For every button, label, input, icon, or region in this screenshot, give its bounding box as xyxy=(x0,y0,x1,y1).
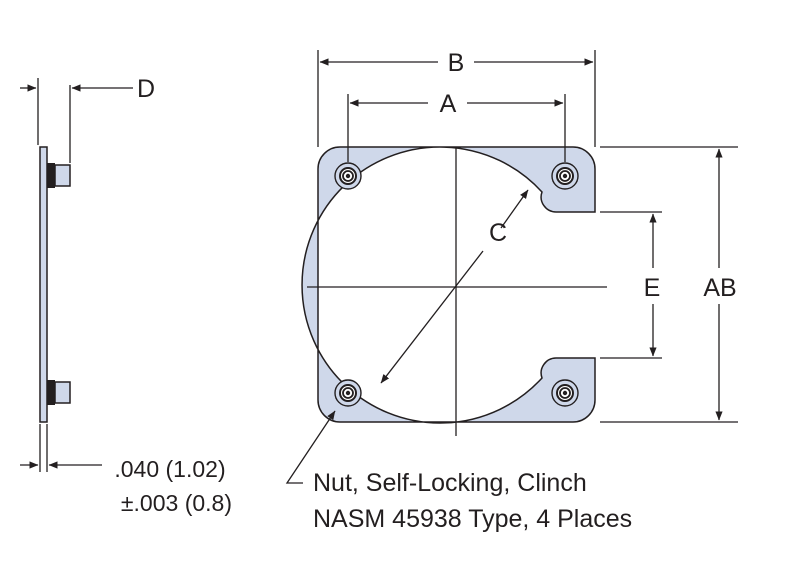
self-locking-clinch-nut-icon xyxy=(334,162,362,190)
side-view-plate xyxy=(39,146,48,423)
self-locking-clinch-nut-icon xyxy=(551,162,579,190)
dimension-c-label: C xyxy=(489,219,507,247)
nut-callout-line-2: NASM 45938 Type, 4 Places xyxy=(313,505,632,533)
clinch-nut-top-right xyxy=(551,162,579,190)
nut-callout-leader xyxy=(285,410,336,484)
self-locking-clinch-nut-icon xyxy=(334,379,362,407)
thickness-line-1: .040 (1.02) xyxy=(114,456,225,482)
dimension-a-label: A xyxy=(440,90,457,118)
nut-callout: Nut, Self-Locking, Clinch NASM 45938 Typ… xyxy=(313,469,632,533)
thickness-label: .040 (1.02) ±.003 (0.8) xyxy=(114,456,232,516)
clinch-nut-bottom-right xyxy=(551,379,579,407)
front-view: B A C E AB Nut, Self-Locking, Clinch NAS… xyxy=(285,49,738,533)
dimension-e-label: E xyxy=(644,274,661,302)
self-locking-clinch-nut-icon xyxy=(551,379,579,407)
dimension-d-label: D xyxy=(137,75,155,103)
side-view: D .040 (1.02) ±.003 (0.8) xyxy=(20,75,232,516)
thickness-line-2: ±.003 (0.8) xyxy=(121,490,232,516)
top-clinch-nut-side xyxy=(47,163,71,188)
bottom-clinch-nut-side xyxy=(47,380,71,405)
dimension-b-label: B xyxy=(448,49,465,77)
dimension-ab-label: AB xyxy=(703,274,736,302)
clinch-nut-bottom-left xyxy=(334,379,362,407)
clinch-nut-top-left xyxy=(334,162,362,190)
nut-callout-line-1: Nut, Self-Locking, Clinch xyxy=(313,469,587,497)
